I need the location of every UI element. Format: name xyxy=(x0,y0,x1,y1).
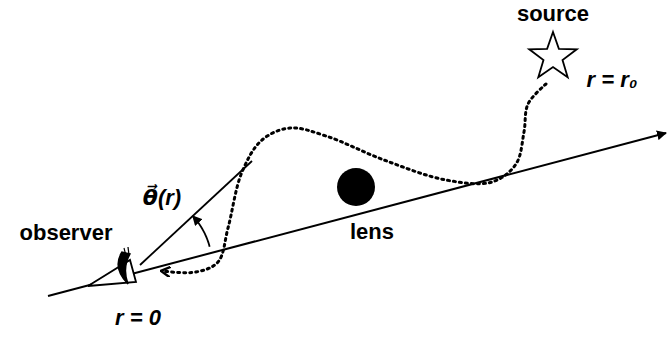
observer-label: observer xyxy=(20,221,113,245)
angle-arc xyxy=(193,216,210,247)
eye-lash xyxy=(128,247,129,255)
eye-lash xyxy=(124,248,126,256)
light-ray-path xyxy=(162,84,546,273)
angle-label: θ⃗(r) xyxy=(143,186,181,210)
lens-label: lens xyxy=(350,220,394,244)
distance-label: r = r₀ xyxy=(587,68,638,92)
distance-label: r = 0 xyxy=(115,306,161,330)
eye-cone xyxy=(88,260,136,286)
direction-line xyxy=(140,161,252,265)
source-label: source xyxy=(517,2,589,26)
lens-mass xyxy=(337,168,375,206)
source-star xyxy=(529,32,577,77)
line-of-sight-axis xyxy=(48,133,666,296)
eye-symbol xyxy=(118,252,130,284)
